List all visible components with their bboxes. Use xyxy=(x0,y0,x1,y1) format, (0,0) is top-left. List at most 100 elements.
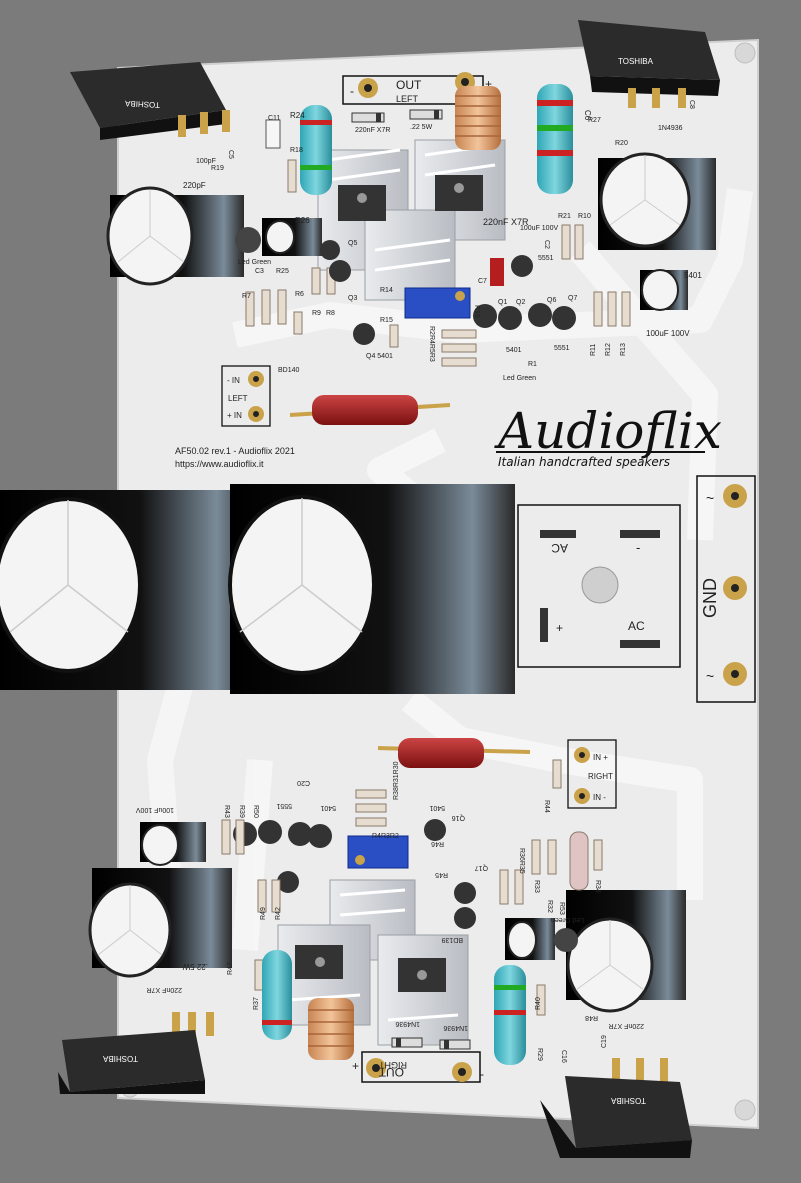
label-5401-b: 5401 xyxy=(320,804,336,811)
in-right-neg: IN - xyxy=(593,793,606,802)
label-d1: 220nF X7R xyxy=(355,127,390,134)
label-r19: R19 xyxy=(211,165,224,172)
cap-top-left xyxy=(106,186,244,286)
coil-bottom xyxy=(308,998,354,1060)
bridge-rectifier: AC - + AC xyxy=(517,504,681,668)
label-c5: C5 xyxy=(227,150,234,159)
film-cap-top xyxy=(289,395,451,425)
toshiba-label-tl: TOSHIBA xyxy=(124,99,160,110)
label-r32: R32 xyxy=(546,900,553,913)
cap-top-right xyxy=(598,152,716,250)
label-r18: R18 xyxy=(290,147,303,154)
label-r29: R29 xyxy=(536,1048,543,1061)
out-left-title: OUT xyxy=(396,78,422,92)
label-r25: C3 xyxy=(255,268,264,275)
label-c2: R1 xyxy=(528,361,537,368)
label-q2: Q2 xyxy=(516,299,525,306)
label-r15: R15 xyxy=(380,317,393,324)
cap-c3-led: R26 Led Green xyxy=(235,216,322,266)
label-c20: C20 xyxy=(297,779,310,786)
ac-bottom: ~ xyxy=(706,668,714,684)
label-c-value-br: 220nF X7R xyxy=(609,1022,644,1029)
small-resistors-bottom xyxy=(221,759,603,1016)
out-right-title: OUT xyxy=(378,1065,404,1079)
cap-bottom-left xyxy=(88,868,232,978)
film-cap-bottom xyxy=(377,738,531,768)
bridge-plus: + xyxy=(556,621,563,635)
label-q16: Q16 xyxy=(452,814,465,821)
label-r2r4r5r3: R2R4R5R3 xyxy=(428,326,435,362)
label-c13: C8 xyxy=(688,100,695,109)
label-c13-value: 1N4936 xyxy=(658,125,683,132)
label-c19: C19 xyxy=(601,1035,608,1048)
out-left-subtitle: LEFT xyxy=(396,94,419,104)
cap-c6: 5401 100uF 100V xyxy=(640,269,702,338)
label-r8: R8 xyxy=(326,310,335,317)
out-right-subtitle: RIGHT xyxy=(379,1060,408,1070)
power-transistor-top-left: TOSHIBA xyxy=(70,62,230,140)
out-right-plus: + xyxy=(352,1059,359,1073)
label-c11: C11 xyxy=(268,115,280,122)
power-resistors-bottom xyxy=(262,831,589,1065)
label-r16: R16 xyxy=(473,305,480,318)
label-c2-value: Led Green xyxy=(503,375,536,382)
trimmer-bottom xyxy=(347,835,409,869)
label-d3: 1N4936 xyxy=(395,1020,420,1027)
label-c-value-bl: 220nF X7R xyxy=(147,986,182,993)
label-r47: R47 xyxy=(227,962,234,975)
label-r36r35: R36R35 xyxy=(518,848,525,874)
cap-bottom-c100 xyxy=(140,822,206,866)
label-bd139: BD139 xyxy=(441,936,463,943)
audioflix-logo: Audioflix Italian handcrafted speakers xyxy=(494,402,722,469)
logo-tagline: Italian handcrafted speakers xyxy=(498,455,670,469)
diodes-bottom xyxy=(391,1037,471,1050)
bridge-ac1: AC xyxy=(551,541,568,555)
label-r44: R44 xyxy=(543,800,550,813)
cap-c7: C7 xyxy=(478,258,504,286)
in-right-block: IN + RIGHT IN - xyxy=(567,739,617,809)
out-right-minus: - xyxy=(480,1067,484,1081)
power-transistor-bottom-right: TOSHIBA xyxy=(540,1058,692,1158)
label-c8: C2 xyxy=(543,240,550,249)
label-r14: R14 xyxy=(380,287,393,294)
label-r46: R46 xyxy=(431,840,444,847)
label-5401: 5401 xyxy=(506,347,522,354)
label-r19-value: 220pF xyxy=(183,181,206,190)
label-r49: R49 xyxy=(260,907,267,920)
label-q1: Q1 xyxy=(498,299,507,306)
silk-bottom: R43 R39 R50 C20 5401 5551 R38R31R30 R4R3… xyxy=(136,761,644,1063)
toshiba-label-bl: TOSHIBA xyxy=(102,1054,138,1063)
label-r39: R39 xyxy=(238,805,245,818)
label-r7: R7 xyxy=(242,293,251,300)
label-r1: BD140 xyxy=(278,367,300,374)
bridge-minus: - xyxy=(636,540,640,555)
power-resistor-r24: R24 xyxy=(290,105,332,195)
label-q6: Q6 xyxy=(547,297,556,304)
label-led-green-b: Led Green xyxy=(551,916,584,923)
label-q4: Q4 5401 xyxy=(366,353,393,360)
label-r33: R33 xyxy=(533,880,540,893)
power-transistor-top-right: TOSHIBA xyxy=(578,20,720,108)
label-r43: R43 xyxy=(223,805,230,818)
label-c7: C7 xyxy=(478,278,487,285)
in-right-pos: IN + xyxy=(593,753,608,762)
label-r6: R6 xyxy=(295,291,304,298)
label-d4: 1N4936 xyxy=(443,1024,468,1031)
label-r53: R53 xyxy=(558,902,565,915)
label-r13: R13 xyxy=(620,343,627,356)
cap-c11: C11 xyxy=(265,115,281,149)
cap-bottom-right xyxy=(566,890,686,1013)
board-info-line2: https://www.audioflix.it xyxy=(175,459,264,469)
label-r38r31r30: R38R31R30 xyxy=(393,761,400,800)
silk-top: 100pF 220pF R19 1N4936 R20 R27 100uF 100… xyxy=(183,100,695,382)
label-d2: .22 5W xyxy=(410,124,433,131)
main-cap-left xyxy=(0,490,255,690)
label-c6-value: 100uF 100V xyxy=(646,329,690,338)
in-left-name: LEFT xyxy=(228,394,248,403)
label-r21: R21 xyxy=(558,213,571,220)
out-left-minus: - xyxy=(350,84,354,98)
main-cap-right xyxy=(228,484,515,694)
label-r10: R10 xyxy=(578,213,591,220)
toshiba-label-br: TOSHIBA xyxy=(610,1096,646,1105)
label-c8-value: 100uF 100V xyxy=(520,225,558,232)
